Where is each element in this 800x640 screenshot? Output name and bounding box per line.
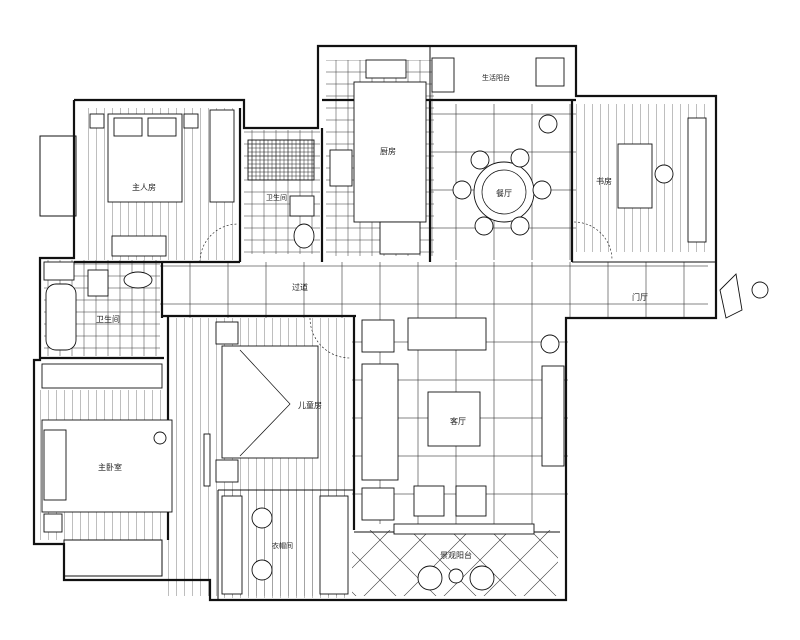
balcony-chair-2	[469, 565, 495, 591]
label-balcony-bottom: 景观阳台	[440, 550, 472, 560]
left-nightstand	[43, 513, 63, 533]
left-wardrobe	[41, 363, 163, 389]
label-living: 客厅	[450, 416, 466, 426]
bathroom-left-fixtures	[43, 261, 153, 351]
master-wardrobe	[209, 109, 235, 203]
bathtub	[45, 283, 77, 351]
study-chair	[654, 164, 674, 184]
study-desk	[617, 143, 653, 209]
label-kitchen-balcony: 生活阳台	[482, 73, 510, 82]
corridor-floor	[160, 262, 708, 318]
dining-chair-3	[532, 180, 552, 200]
bedroom-left-furniture	[41, 363, 173, 533]
dining-table-inner	[481, 169, 527, 215]
master-bed-pillow-2	[147, 117, 177, 137]
entrance-door	[719, 273, 743, 319]
balcony-bottom-floor	[352, 530, 558, 596]
kitchen-stove	[329, 149, 353, 187]
master-bed-pillow-1	[113, 117, 143, 137]
living-side-table-2	[361, 487, 395, 521]
dressing-cabinet	[221, 495, 243, 595]
study-furniture	[573, 117, 707, 261]
left-bed-pillow	[43, 429, 67, 501]
left-balcony	[63, 539, 163, 577]
master-nightstand-1	[89, 113, 105, 129]
label-master-bedroom: 主人房	[132, 182, 156, 192]
living-furniture	[361, 317, 565, 521]
balcony-furniture	[393, 523, 535, 591]
label-dining: 餐厅	[496, 189, 512, 198]
mid-nightstand-1	[215, 321, 239, 345]
master-bedroom-furniture	[89, 109, 239, 263]
dressing-stool-1	[251, 507, 273, 529]
walls	[32, 44, 718, 602]
left-toilet	[87, 269, 109, 297]
study-door-arc	[573, 221, 613, 261]
mid-tv-cabinet	[203, 433, 211, 487]
master-balcony	[39, 135, 77, 217]
label-bedroom-left: 主卧室	[98, 462, 122, 472]
left-lamp	[153, 431, 167, 445]
bathroom-top-fixtures	[247, 139, 315, 249]
bedroom-mid-furniture	[203, 317, 351, 487]
balcony-washer	[535, 57, 565, 87]
label-kitchen: 厨房	[380, 146, 396, 156]
top-sink	[293, 223, 315, 249]
kitchen-sink	[365, 59, 407, 79]
kitchen-counter	[353, 81, 427, 223]
label-corridor: 过道	[292, 282, 308, 292]
master-door-arc	[199, 223, 239, 263]
entrance-person-icon	[751, 281, 769, 299]
left-cabinet	[43, 261, 75, 281]
shower-grate	[247, 139, 315, 181]
living-armchair-1	[413, 485, 445, 517]
outer-wall	[32, 44, 718, 602]
label-dressing: 衣帽间	[272, 541, 293, 550]
living-side-table-1	[361, 319, 395, 353]
label-bathroom-top: 卫生间	[266, 193, 287, 202]
dressing-cabinet-right	[319, 495, 349, 595]
dining-chair-1	[470, 150, 490, 170]
master-desk	[111, 235, 167, 257]
label-bedroom-mid: 儿童房	[298, 400, 322, 410]
left-sink	[123, 271, 153, 289]
living-coffee-table	[427, 391, 481, 447]
balcony-planter	[393, 523, 535, 535]
room-labels: 主人房 卫生间 厨房 生活阳台 餐厅 书房 过道 门厅 卫生间 客厅 儿童房 主…	[96, 73, 648, 560]
dining-chair-2	[510, 148, 530, 168]
mid-bed	[221, 345, 319, 459]
label-bathroom-left: 卫生间	[96, 314, 120, 324]
balcony-table	[448, 568, 464, 584]
living-sofa	[361, 363, 399, 481]
label-study: 书房	[596, 176, 612, 186]
mid-nightstand-2	[215, 459, 239, 483]
kitchen-fridge	[379, 221, 421, 255]
living-ottoman	[407, 317, 487, 351]
entrance	[719, 273, 769, 319]
study-bookshelf	[687, 117, 707, 243]
dining-chair-4	[510, 216, 530, 236]
dining-chair-5	[474, 216, 494, 236]
kitchen-fixtures	[329, 57, 565, 255]
dining-chair-6	[452, 180, 472, 200]
dining-furniture	[452, 114, 558, 236]
dressing-furniture	[221, 495, 349, 595]
mid-bed-cover	[239, 349, 291, 457]
living-tv	[541, 365, 565, 467]
plant-living	[540, 334, 560, 354]
top-toilet	[289, 195, 315, 217]
living-armchair-2	[455, 485, 487, 517]
master-nightstand-2	[183, 113, 199, 129]
label-foyer: 门厅	[632, 292, 648, 302]
balcony-sink	[431, 57, 455, 93]
dressing-stool-2	[251, 559, 273, 581]
balcony-chair-1	[417, 565, 443, 591]
plant-dining	[538, 114, 558, 134]
